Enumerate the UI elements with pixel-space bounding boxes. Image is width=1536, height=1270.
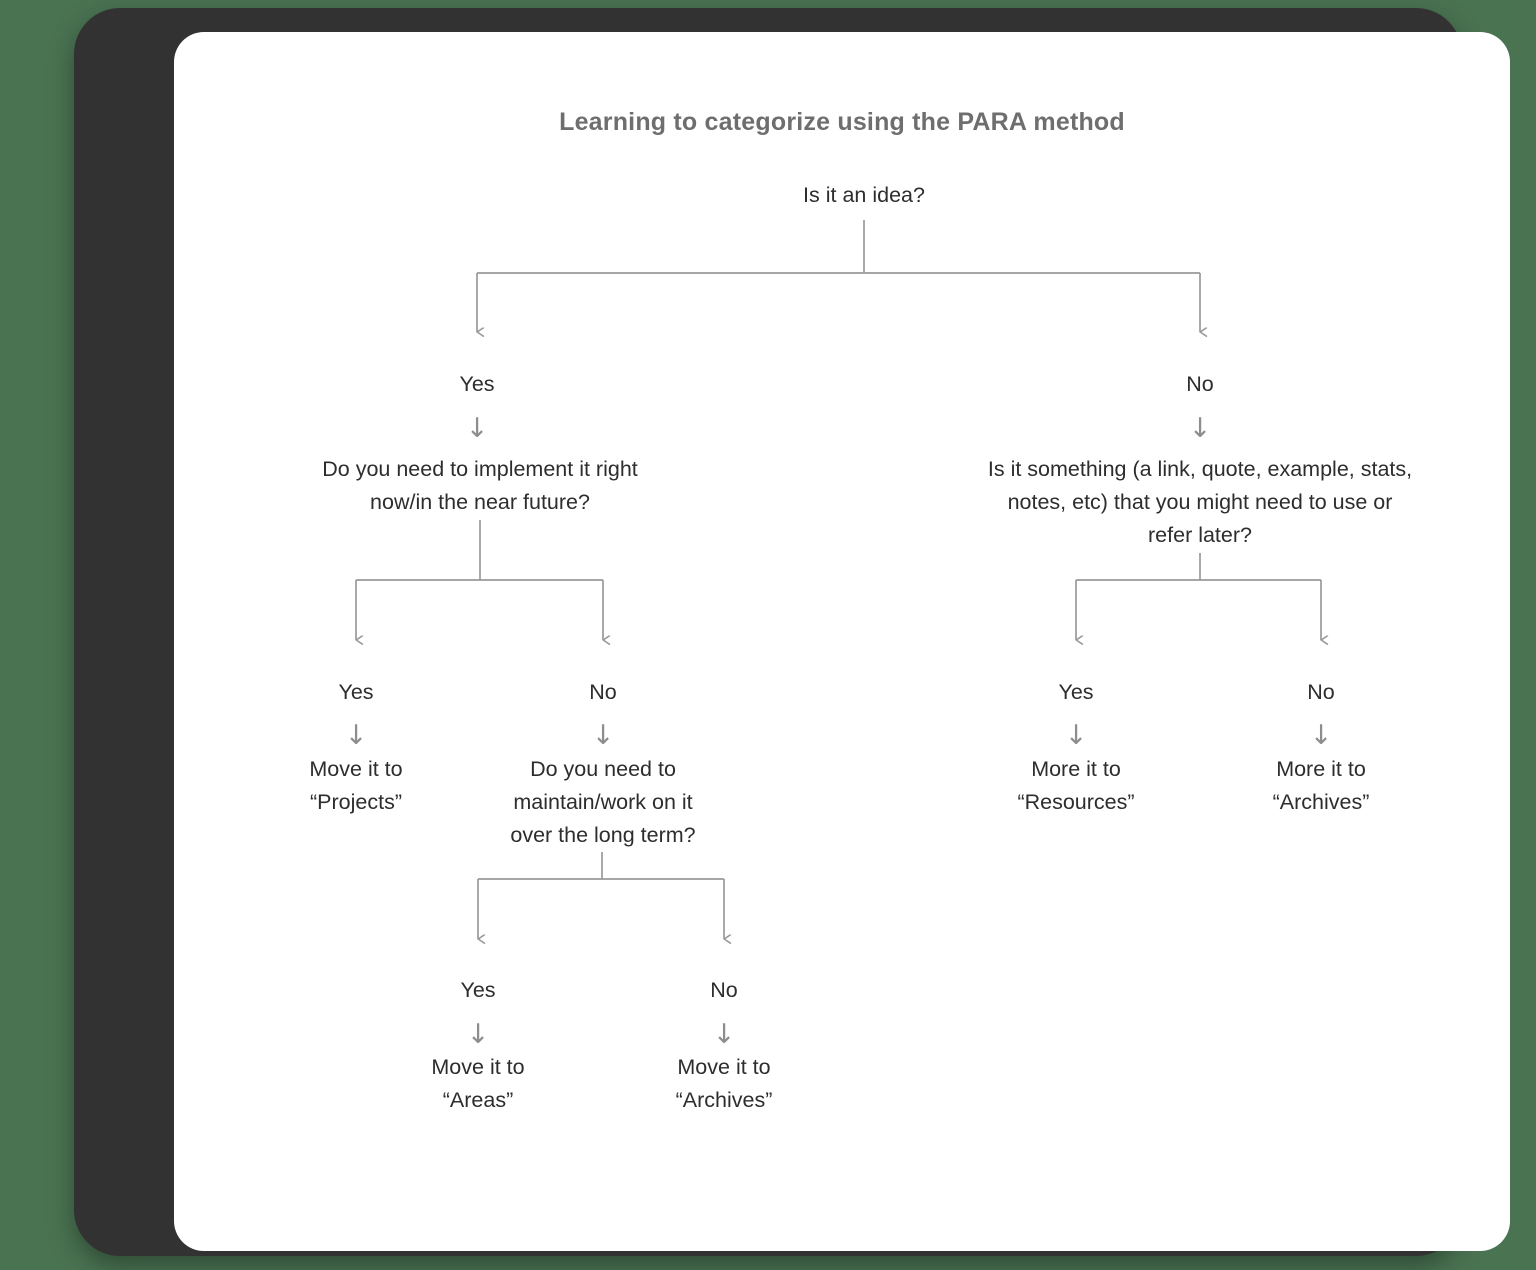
node-question-maintain: Do you need to maintain/work on it over … <box>510 757 696 847</box>
arrow-down-icon-root-no: ↓ <box>1188 413 1212 444</box>
branch-label-maintain-yes: Yes <box>460 978 496 1002</box>
branch-label-maintain-no: No <box>710 978 738 1002</box>
device-frame: Learning to categorize using the PARA me… <box>74 8 1510 1256</box>
branch-label-refer-yes: Yes <box>1058 680 1094 704</box>
flowchart-canvas: Learning to categorize using the PARA me… <box>174 32 1510 1251</box>
branch-label-root-no: No <box>1186 372 1214 396</box>
node-outcome-projects: Move it to “Projects” <box>309 757 403 814</box>
node-outcome-resources: More it to “Resources” <box>1017 757 1135 814</box>
arrow-down-icon-implement-yes: ↓ <box>344 720 368 751</box>
node-question-implement: Do you need to implement it right now/in… <box>322 457 638 514</box>
arrow-down-icon-refer-no: ↓ <box>1309 720 1333 751</box>
arrow-down-icon-root-yes: ↓ <box>465 413 489 444</box>
node-outcome-archives-bottom: Move it to “Archives” <box>675 1055 773 1112</box>
branch-label-refer-no: No <box>1307 680 1335 704</box>
branch-label-root-yes: Yes <box>459 372 495 396</box>
node-outcome-archives-right: More it to “Archives” <box>1272 757 1370 814</box>
branch-label-implement-no: No <box>589 680 617 704</box>
node-root: Is it an idea? <box>803 183 925 207</box>
arrow-down-icon-maintain-yes: ↓ <box>466 1019 490 1050</box>
branch-label-implement-yes: Yes <box>338 680 374 704</box>
node-question-refer: Is it something (a link, quote, example,… <box>987 457 1413 547</box>
node-outcome-areas: Move it to “Areas” <box>431 1055 525 1112</box>
chart-title: Learning to categorize using the PARA me… <box>559 108 1125 136</box>
arrow-down-icon-refer-yes: ↓ <box>1064 720 1088 751</box>
arrow-down-icon-implement-no: ↓ <box>591 720 615 751</box>
arrow-down-icon-maintain-no: ↓ <box>712 1019 736 1050</box>
screen-surface: Learning to categorize using the PARA me… <box>174 32 1510 1251</box>
